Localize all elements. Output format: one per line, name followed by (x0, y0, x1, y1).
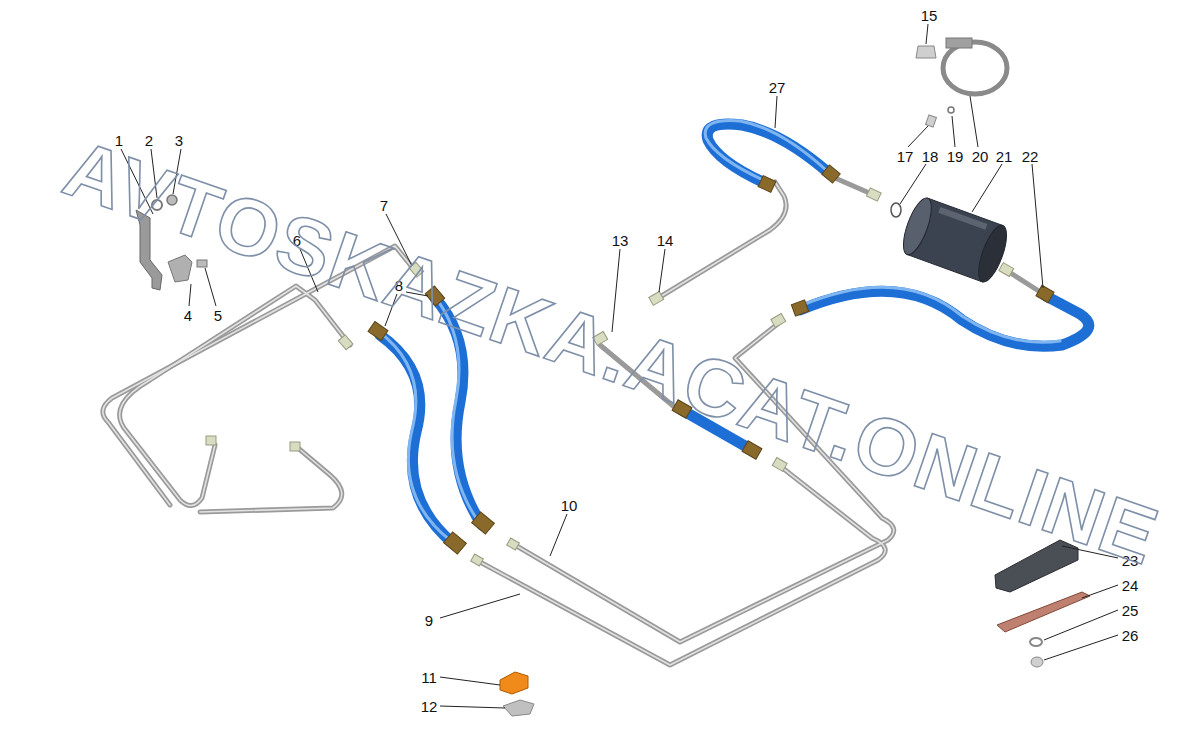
callout-number: 21 (996, 149, 1013, 164)
callout-number: 13 (612, 233, 629, 248)
callout-number: 19 (947, 149, 964, 164)
callout-number: 27 (769, 80, 786, 95)
callout-number: 7 (380, 198, 388, 213)
callout-number: 17 (897, 149, 914, 164)
callout-number: 11 (421, 670, 437, 685)
callout-number: 4 (184, 308, 192, 323)
callout-number: 18 (922, 149, 939, 164)
callout-number: 12 (421, 699, 438, 714)
callout-number: 14 (657, 233, 674, 248)
callout-number: 15 (921, 8, 938, 23)
callout-number: 24 (1122, 578, 1139, 593)
callout-number: 26 (1122, 628, 1139, 643)
callout-number: 20 (972, 149, 989, 164)
callout-number: 3 (175, 133, 183, 148)
callout-number: 5 (214, 308, 222, 323)
callout-number: 10 (561, 498, 578, 513)
callout-number: 9 (425, 613, 433, 628)
callout-number: 22 (1022, 149, 1039, 164)
callout-number: 25 (1122, 603, 1139, 618)
callout-number: 2 (145, 133, 153, 148)
